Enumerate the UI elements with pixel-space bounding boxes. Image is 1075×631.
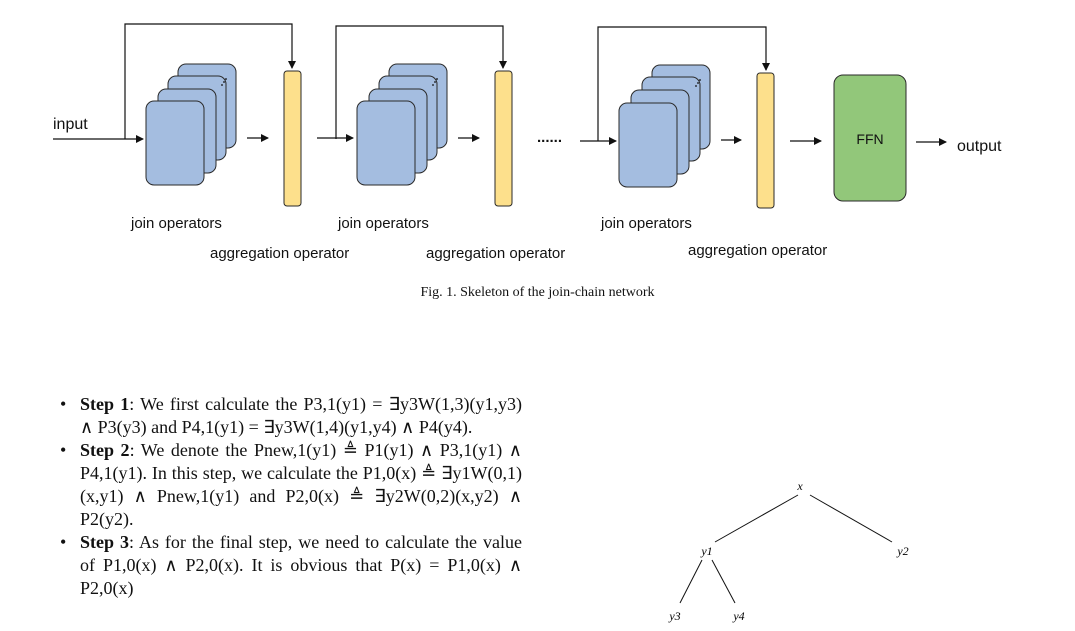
edge-x-y1 [714, 494, 799, 543]
edge-x-y2 [809, 494, 893, 543]
bullet: • [60, 394, 67, 414]
join-chain-diagram: input join operators aggregation operato… [53, 23, 1002, 262]
step-text: : We first calculate the P3,1(y1) = ∃y3W… [80, 394, 522, 437]
chain-ellipsis: ...... [537, 129, 562, 146]
aggregation-label-3: aggregation operator [688, 242, 827, 259]
node-x: x [796, 479, 803, 493]
join-stack-2 [335, 25, 507, 186]
step-1: • Step 1: We first calculate the P3,1(y1… [60, 393, 522, 439]
ffn-box [833, 74, 907, 202]
join-stack-1 [124, 23, 296, 186]
step-label: Step 2 [80, 440, 130, 460]
skip-connection-3 [597, 26, 770, 141]
aggregation-label-2: aggregation operator [426, 245, 565, 262]
node-y4: y4 [732, 609, 744, 623]
bullet: • [60, 532, 67, 552]
bullet: • [60, 440, 67, 460]
node-y3: y3 [668, 609, 680, 623]
step-text: : As for the final step, we need to calc… [80, 532, 522, 598]
step-label: Step 1 [80, 394, 130, 414]
edge-y1-y4 [711, 559, 736, 604]
join-stack-3 [597, 26, 770, 188]
join-label-3: join operators [600, 215, 692, 232]
node-y1: y1 [700, 544, 712, 558]
input-label: input [53, 116, 88, 133]
variable-tree: x y1 y2 y3 y4 [668, 479, 908, 623]
step-label: Step 3 [80, 532, 129, 552]
figure-caption: Fig. 1. Skeleton of the join-chain netwo… [420, 285, 655, 300]
aggregation-label-1: aggregation operator [210, 245, 349, 262]
ffn-label: FFN [856, 131, 883, 147]
skip-connection-2 [335, 25, 507, 139]
join-label-1: join operators [130, 215, 222, 232]
edge-y1-y3 [679, 559, 703, 604]
join-label-2: join operators [337, 215, 429, 232]
step-2: • Step 2: We denote the Pnew,1(y1) ≜ P1(… [60, 439, 522, 531]
node-y2: y2 [896, 544, 908, 558]
aggregation-bar-1 [283, 70, 302, 207]
step-list: • Step 1: We first calculate the P3,1(y1… [60, 393, 522, 600]
aggregation-bar-3 [756, 72, 775, 209]
step-text: : We denote the Pnew,1(y1) ≜ P1(y1) ∧ P3… [80, 440, 522, 529]
output-label: output [957, 138, 1002, 155]
skip-connection-1 [124, 23, 296, 139]
step-3: • Step 3: As for the final step, we need… [60, 531, 522, 600]
aggregation-bar-2 [494, 70, 513, 207]
